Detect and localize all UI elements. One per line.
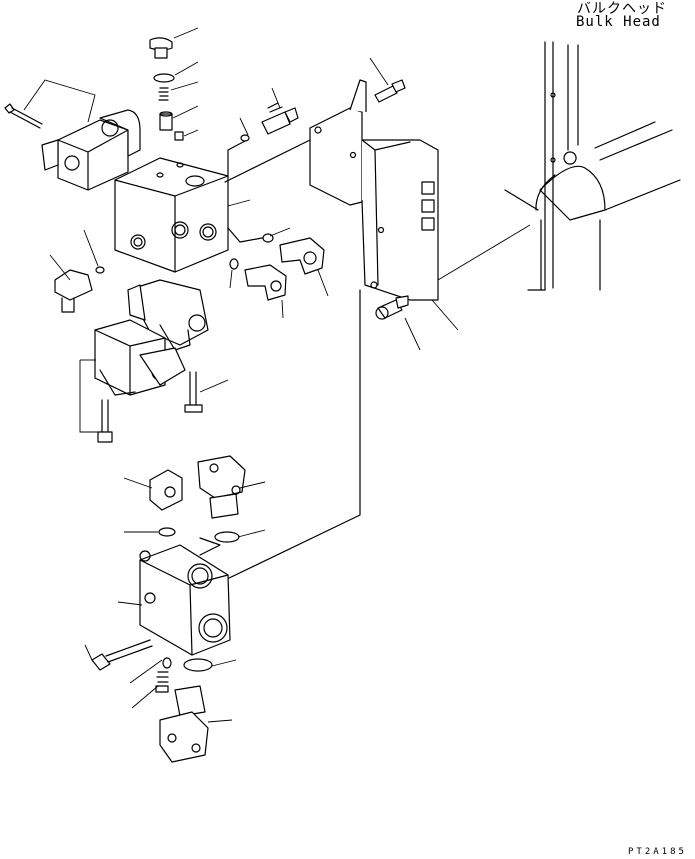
lower-spring-plug <box>155 671 169 693</box>
o-ring-lower-b <box>162 657 172 669</box>
upper-hose-line-b <box>227 227 263 243</box>
o-ring-lower-small <box>158 527 176 537</box>
pipe-line-lower <box>224 289 361 581</box>
lower-solenoid-valve <box>94 319 186 396</box>
bracket-top-bolt <box>374 79 406 103</box>
lower-flange-elbow-bottom <box>159 685 209 763</box>
poppet <box>159 111 173 131</box>
bulk-head-label-japanese: バルクヘッド <box>577 1 667 17</box>
solenoid-bolt-left <box>97 399 113 443</box>
leader-lines <box>23 27 531 723</box>
upper-solenoid-valve <box>41 109 141 191</box>
small-o-ring-c <box>229 258 239 270</box>
o-ring-lower-large <box>214 531 240 543</box>
elbow-fitting-left <box>54 269 93 313</box>
valve-mounting-bracket <box>309 79 439 301</box>
bulk-head-frame <box>504 41 681 291</box>
small-o-ring-d <box>95 266 105 274</box>
straight-connector <box>261 102 299 135</box>
lower-elbow-top-left <box>149 469 183 511</box>
o-ring-upper <box>153 73 175 83</box>
o-ring-lower-c <box>183 658 213 672</box>
long-mounting-bolt-upper <box>4 103 43 129</box>
long-mounting-bolt-lower <box>91 639 153 671</box>
lower-flange-elbow-top <box>197 455 246 519</box>
elbow-fitting-right <box>279 237 325 275</box>
small-plug <box>174 131 184 141</box>
relief-plug <box>149 37 173 59</box>
lower-valve-block <box>139 537 231 656</box>
upper-valve-block <box>114 157 229 273</box>
elbow-fitting-lower <box>244 264 287 301</box>
small-o-ring-b <box>262 233 274 243</box>
bracket-lower-bolt <box>375 295 409 320</box>
bulk-head-label-english: Bulk Head <box>576 14 661 30</box>
upper-hose-line <box>227 140 246 177</box>
spring <box>158 87 169 101</box>
drawing-code: PT2A185 <box>628 847 687 857</box>
solenoid-bolt-right <box>184 371 203 413</box>
small-o-ring-a <box>240 134 250 142</box>
pipe-line-upper <box>224 139 311 183</box>
